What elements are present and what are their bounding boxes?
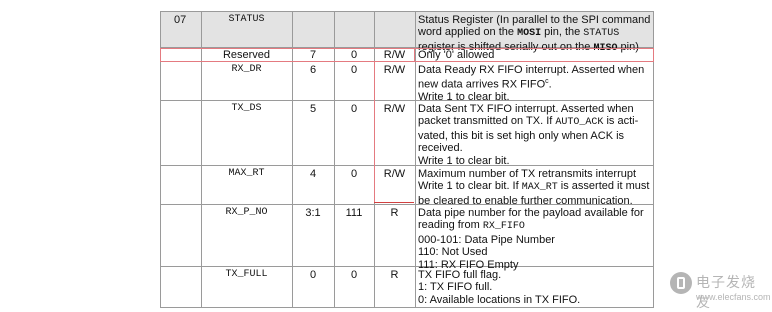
register-header-row: 07 STATUS Status Register (In parallel t… bbox=[160, 12, 654, 54]
field-type: R/W bbox=[383, 49, 406, 61]
table-row: Reserved 7 0 R/W Only '0' allowed bbox=[160, 48, 654, 62]
table-row: RX_DR 6 0 R/W Data Ready RX FIFO interru… bbox=[160, 62, 654, 104]
field-name: RX_P_NO bbox=[225, 207, 268, 218]
highlight-line bbox=[414, 48, 415, 62]
field-type: R bbox=[390, 269, 399, 281]
field-name: MAX_RT bbox=[228, 168, 265, 179]
table-row: TX_FULL 0 0 R TX FIFO full flag.1: TX FI… bbox=[160, 267, 654, 308]
table-row: TX_DS 5 0 R/W Data Sent TX FIFO interrup… bbox=[160, 101, 654, 167]
field-description: TX FIFO full flag.1: TX FIFO full.0: Ava… bbox=[418, 269, 581, 306]
field-reset: 0 bbox=[350, 269, 358, 281]
field-description: Data Sent TX FIFO interrupt. Asserted wh… bbox=[418, 103, 639, 167]
field-description: Maximum number of TX retransmits interru… bbox=[418, 168, 650, 207]
field-bit: 3:1 bbox=[305, 207, 321, 219]
field-bit: 6 bbox=[309, 64, 317, 76]
field-name: TX_DS bbox=[231, 103, 262, 114]
highlight-line bbox=[374, 202, 414, 203]
field-name: TX_FULL bbox=[225, 269, 268, 280]
table-row: RX_P_NO 3:1 111 R Data pipe number for t… bbox=[160, 205, 654, 271]
column-divider bbox=[334, 11, 335, 308]
field-reset: 0 bbox=[350, 64, 358, 76]
field-reset: 0 bbox=[350, 49, 358, 61]
field-description: Data Ready RX FIFO interrupt. Asserted w… bbox=[418, 64, 645, 104]
table-top-border bbox=[160, 11, 654, 12]
watermark: 电子发烧友 www.elecfans.com bbox=[670, 268, 771, 310]
field-name: RX_DR bbox=[231, 64, 262, 75]
field-bit: 5 bbox=[309, 103, 317, 115]
field-bit: 4 bbox=[309, 168, 317, 180]
register-description: Status Register (In parallel to the SPI … bbox=[418, 14, 651, 54]
watermark-logo-icon bbox=[670, 272, 692, 294]
table-row: MAX_RT 4 0 R/W Maximum number of TX retr… bbox=[160, 166, 654, 207]
watermark-en: www.elecfans.com bbox=[696, 292, 771, 302]
header-row-shade bbox=[160, 11, 654, 48]
field-type: R/W bbox=[383, 103, 406, 115]
table-border-right bbox=[653, 11, 654, 308]
field-type: R bbox=[390, 207, 399, 219]
field-reset: 0 bbox=[350, 168, 358, 180]
register-address: 07 bbox=[174, 14, 187, 26]
watermark-cn: 电子发烧友 bbox=[696, 274, 756, 310]
field-type: R/W bbox=[383, 64, 406, 76]
field-description: Data pipe number for the payload availab… bbox=[418, 207, 644, 271]
table-border-left bbox=[160, 11, 161, 308]
register-name: STATUS bbox=[228, 14, 265, 25]
field-type: R/W bbox=[383, 168, 406, 180]
column-divider bbox=[292, 11, 293, 308]
column-divider bbox=[415, 11, 416, 308]
field-name: Reserved bbox=[222, 49, 271, 61]
highlight-line bbox=[374, 62, 375, 202]
field-reset: 0 bbox=[350, 103, 358, 115]
field-bit: 0 bbox=[309, 269, 317, 281]
field-description: Only '0' allowed bbox=[418, 49, 495, 61]
field-bit: 7 bbox=[309, 49, 317, 61]
column-divider bbox=[201, 11, 202, 308]
field-reset: 111 bbox=[345, 207, 363, 219]
